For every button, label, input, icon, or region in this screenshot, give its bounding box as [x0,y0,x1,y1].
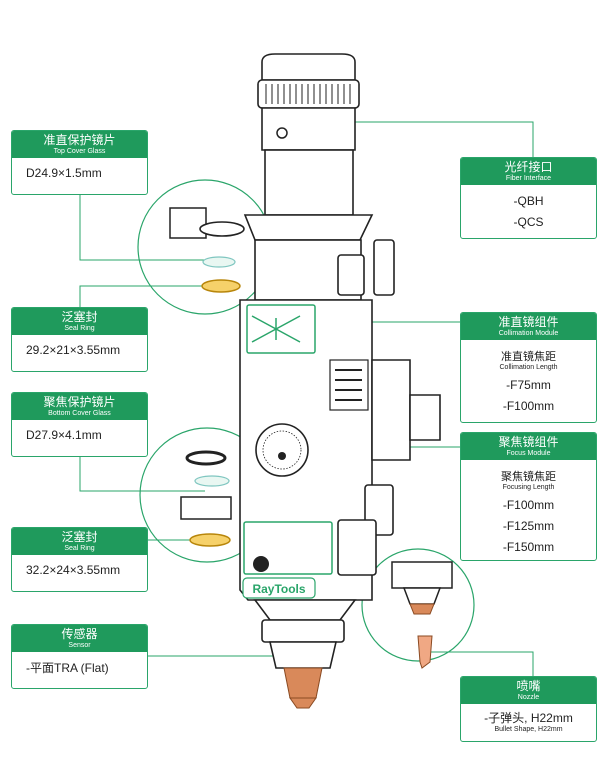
focus-option: -F125mm [502,518,555,533]
focus-option: -F100mm [502,497,555,512]
callout-spec: 32.2×24×3.55mm [26,563,121,578]
callout-title-cn: 聚焦保护镜片 [43,395,116,409]
nozzle-zoom-contents [391,561,453,669]
zoom-circle-top [137,179,273,315]
nozzle-zoom-part [417,635,433,669]
seal-ring-2-gold [189,533,231,547]
lower-window [243,521,333,575]
sub-title-en: Focusing Length [502,483,555,491]
callout-title-en: Top Cover Glass [53,147,106,155]
zoom-circle-nozzle [361,548,475,662]
callout-title-cn: 传感器 [61,627,98,641]
callout-spec: -平面TRA (Flat) [26,660,109,675]
callout-title-cn: 聚焦镜组件 [498,435,559,449]
callout-title-en: Bottom Cover Glass [48,409,111,417]
callout-spec: 29.2×21×3.55mm [26,343,121,358]
brand-logo: RayTools [242,577,316,599]
sub-title-cn: 聚焦镜焦距 [501,470,556,483]
collimation-window [246,304,316,354]
callout-title-cn: 准直保护镜片 [43,133,116,147]
callout-title-en: Focus Module [506,449,551,457]
sub-title-en: Collimation Length [499,363,558,371]
callout-title-en: Seal Ring [64,544,95,552]
seal-ring-1-gold [201,279,241,293]
callout-title-en: Sensor [68,641,91,649]
side-screw [253,556,269,572]
callout-title-cn: 泛塞封 [61,530,98,544]
sub-title-cn: 准直镜焦距 [501,350,556,363]
callout-title-en: Fiber Interface [505,174,552,182]
bottom-zoom-contents [180,450,232,547]
main-nozzle [283,667,323,699]
leader-fiber-interface [282,121,534,162]
fiber-option: -QCS [513,214,544,229]
top-cover-glass-lens [202,256,236,268]
callout-title-cn: 准直镜组件 [498,315,559,329]
bottom-cover-glass-lens [194,475,230,487]
callout-spec: D24.9×1.5mm [26,166,102,181]
svg-text:RayTools: RayTools [252,582,305,596]
leader-seal-ring-1 [79,285,205,307]
nozzle-spec-cn: -子弹头, H22mm [484,710,573,725]
top-zoom-contents [169,207,245,293]
callout-title-cn: 光纤接口 [504,160,553,174]
callout-title-en: Seal Ring [64,324,95,332]
leader-nozzle [428,651,534,676]
focus-option: -F150mm [502,539,555,554]
collimation-option: -F100mm [502,398,555,413]
callout-title-en: Nozzle [517,693,540,701]
callout-spec: D27.9×4.1mm [26,428,102,443]
fiber-option: -QBH [513,193,544,208]
collimation-option: -F75mm [506,377,551,392]
callout-title-en: Collimation Module [498,329,559,337]
focus-dial [255,423,309,477]
leader-top-cover-glass [79,195,205,261]
callout-title-cn: 泛塞封 [61,310,98,324]
label-plate [329,359,369,411]
qbh-lock-knob [276,127,288,139]
callout-title-cn: 喷嘴 [516,679,541,693]
nozzle-spec-en: Bullet Shape, H22mm [494,725,563,733]
